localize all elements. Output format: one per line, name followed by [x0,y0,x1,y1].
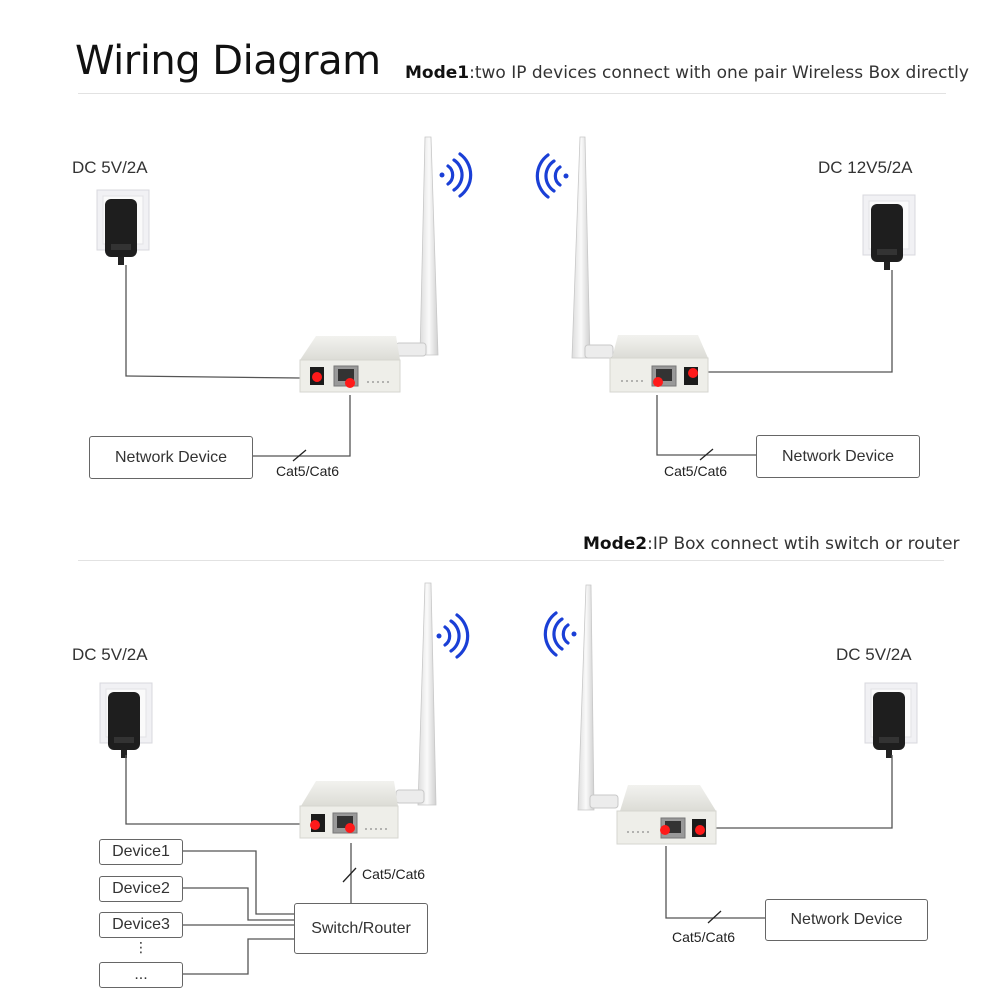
antenna-icon [395,136,439,357]
power-cable [125,755,300,825]
device-box: Device2 [99,876,183,902]
more-devices-ellipsis: ⋮ [134,940,148,956]
network-device-box: Network Device [765,899,928,941]
wireless-box-icon [299,781,399,839]
wireless-box-icon [299,336,401,393]
lan-port-marker [653,377,663,387]
power-port-marker [688,368,698,378]
antenna-icon [577,584,619,811]
power-cable [716,755,893,829]
power-adapter-icon [96,189,150,266]
device-box: Device3 [99,912,183,938]
power-port-marker [312,372,322,382]
lan-cable [656,395,756,456]
power-spec-label: DC 5V/2A [72,645,148,664]
cable-type-label: Cat5/Cat6 [672,929,736,945]
lan-port-marker [345,378,355,388]
power-spec-label: DC 5V/2A [72,158,148,177]
power-adapter-icon [864,682,918,759]
device-box: Device1 [99,839,183,865]
switch-router-box: Switch/Router [294,903,428,954]
cable-type-label: Cat5/Cat6 [362,866,426,882]
mode2-caption: Mode2:IP Box connect wtih switch or rout… [583,534,960,554]
power-spec-label: DC 12V5/2A [818,158,913,177]
power-spec-label: DC 5V/2A [836,645,912,664]
wifi-signal-icon [535,153,571,199]
power-port-marker [310,820,320,830]
power-adapter-icon [99,682,153,759]
lan-cable [665,846,766,919]
mode1-caption: Mode1:two IP devices connect with one pa… [405,63,969,83]
network-device-box: Network Device [756,435,920,478]
network-device-box: Network Device [89,436,253,479]
mode2-divider [78,560,944,561]
wifi-signal-icon [543,611,579,657]
lan-port-marker [660,825,670,835]
antenna-icon [395,582,437,806]
mode1-description: :two IP devices connect with one pair Wi… [469,63,969,83]
antenna-icon [571,136,614,359]
page-title: Wiring Diagram [75,38,381,84]
power-port-marker [695,825,705,835]
device-cables [183,850,294,975]
mode1-label: Mode1 [405,63,470,83]
mode2-description: :IP Box connect wtih switch or router [647,534,960,554]
cable-type-label: Cat5/Cat6 [276,463,340,479]
wireless-box-icon [609,335,709,393]
device-box: ... [99,962,183,988]
lan-cable [253,395,351,457]
wifi-signal-icon [437,152,473,198]
mode2-label: Mode2 [583,534,648,554]
power-cable [708,270,893,373]
cable-type-label: Cat5/Cat6 [664,463,728,479]
power-cable [125,265,301,379]
mode1-divider [78,93,946,94]
lan-port-marker [345,823,355,833]
wireless-box-icon [616,785,717,845]
wifi-signal-icon [434,613,470,659]
power-adapter-icon [862,194,916,271]
